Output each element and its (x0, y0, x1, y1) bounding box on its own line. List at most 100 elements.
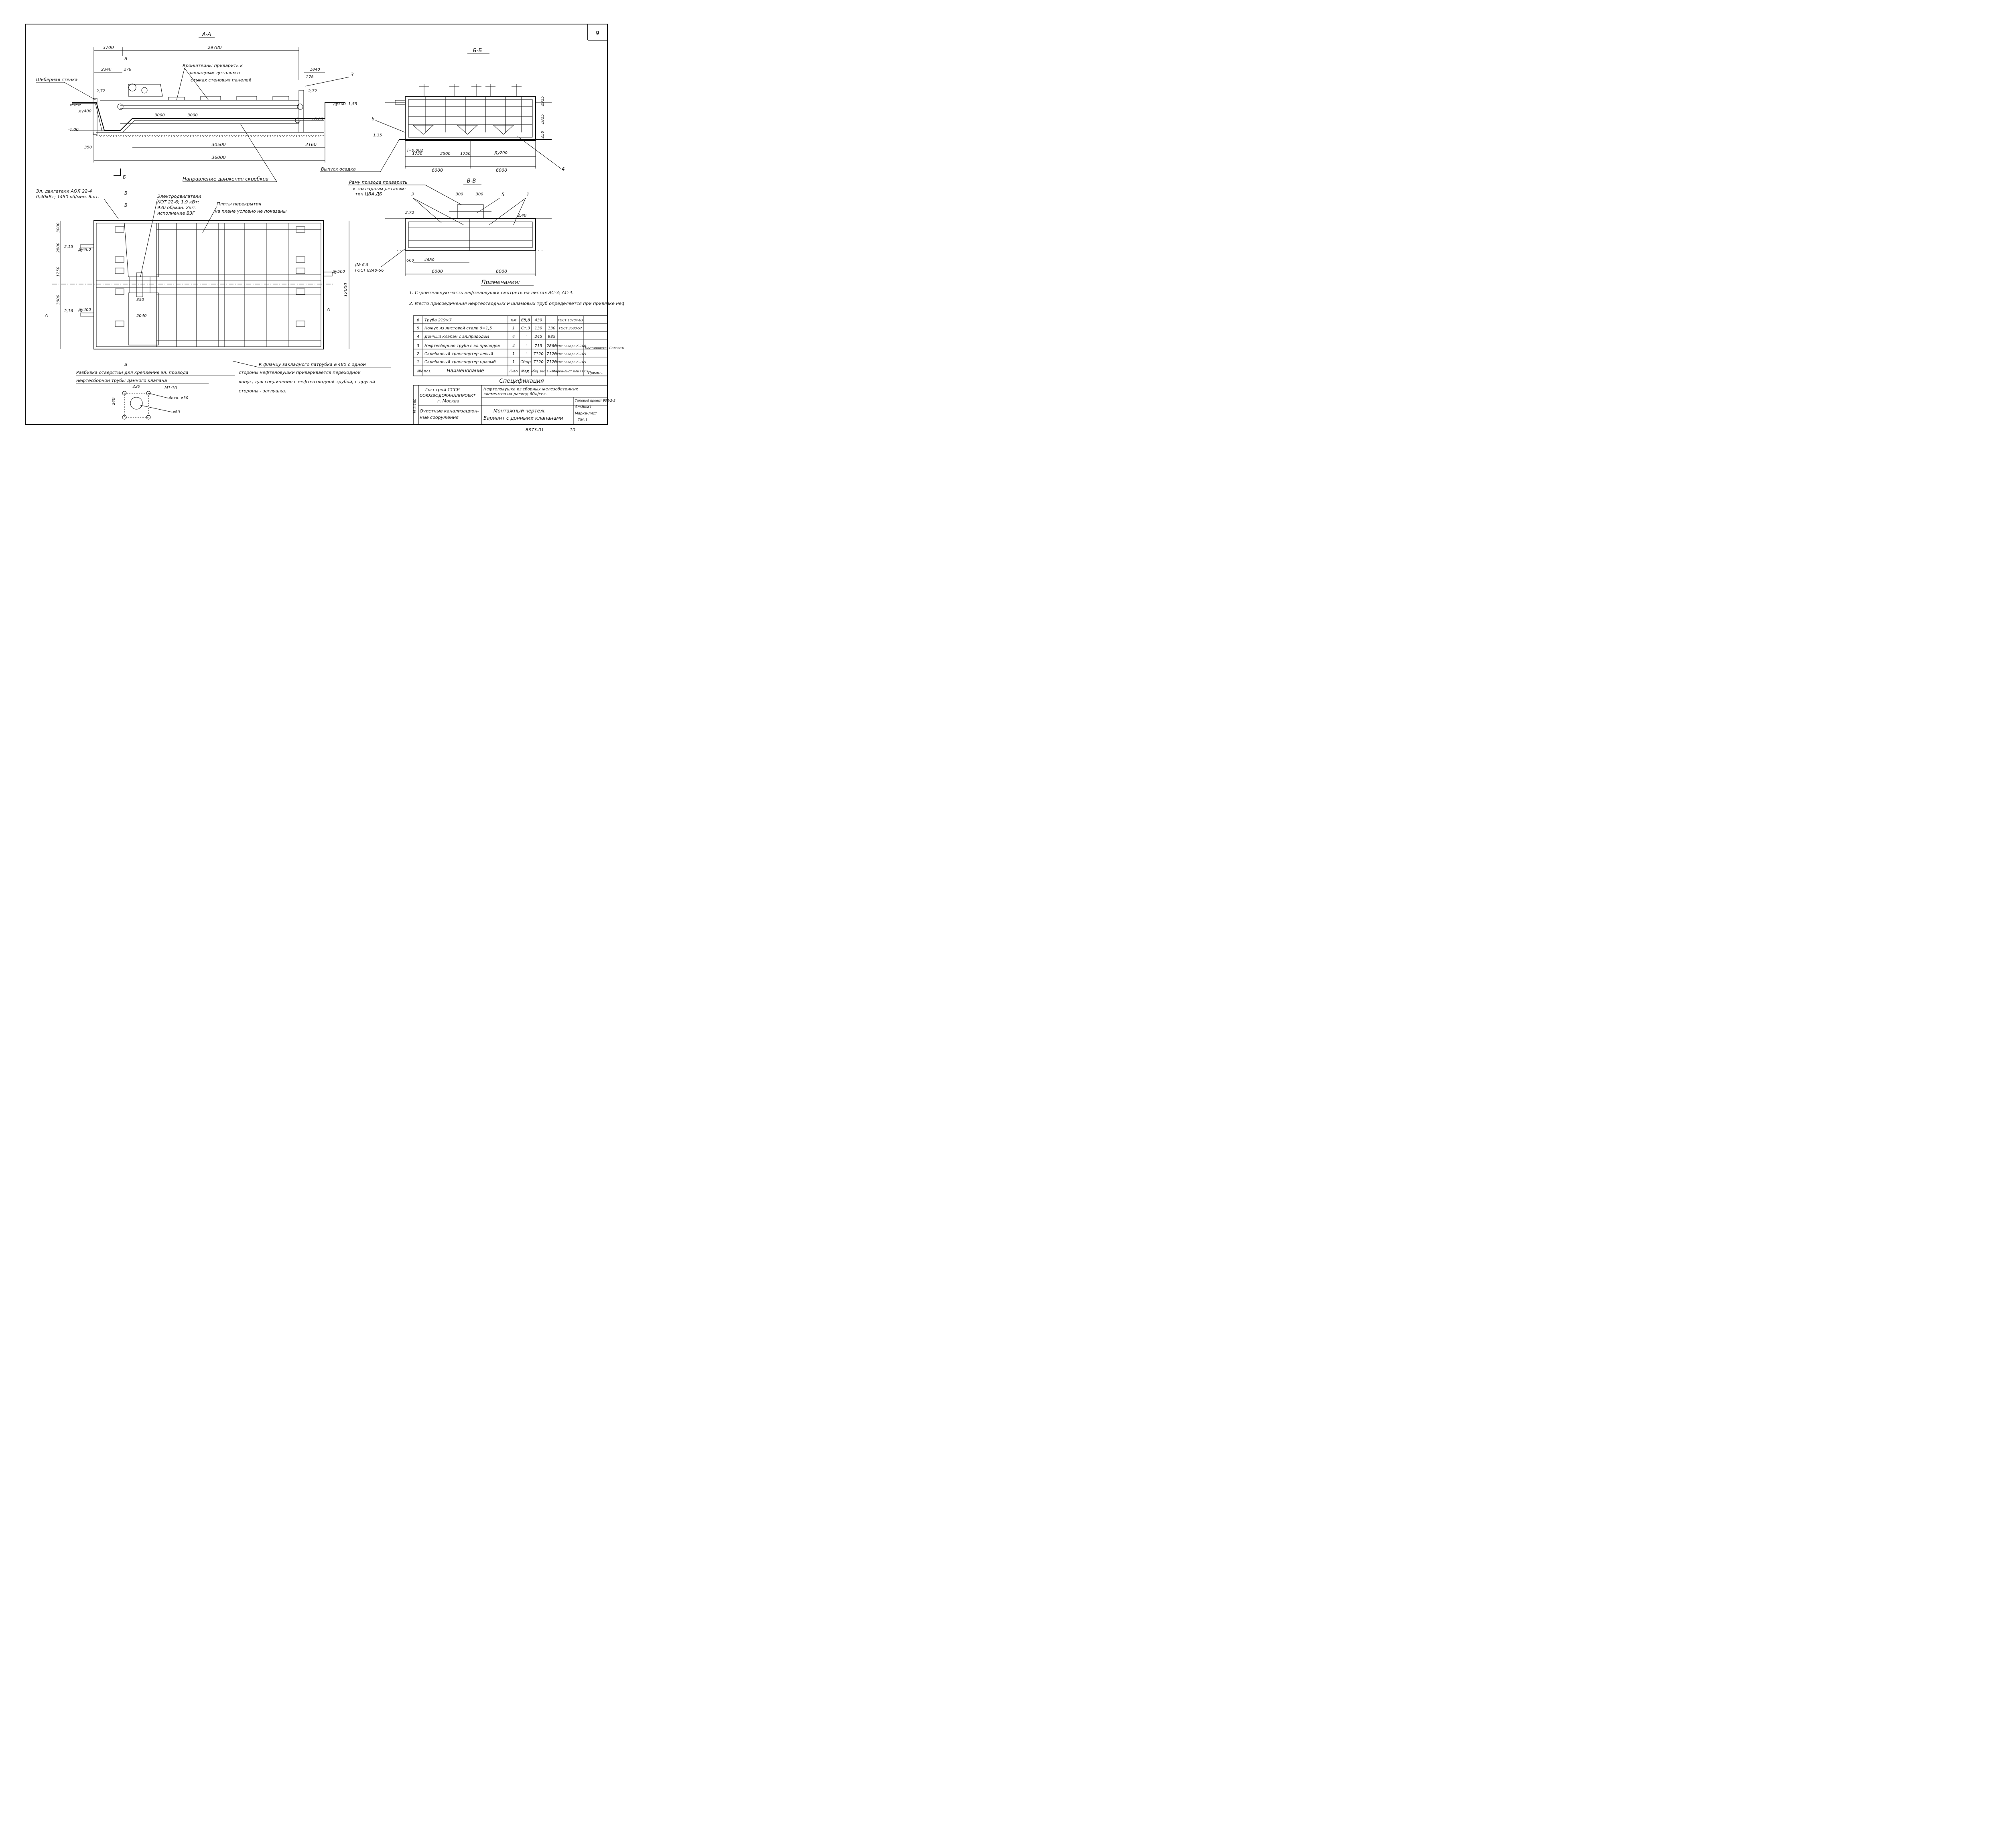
title-block: М 1:100 Госстрой СССР СОЮЗВОДОКАНАЛПРОЕК… (413, 385, 615, 425)
flange-note-line-1: К фланцу закладного патрубка ⌀ 480 с одн… (259, 362, 366, 367)
svg-text:-1,00: -1,00 (68, 128, 79, 132)
svg-text:Разбивка отверстий для креплен: Разбивка отверстий для крепления эл. при… (76, 370, 189, 375)
release-label: Выпуск осадка (321, 167, 356, 172)
svg-text:М1:10: М1:10 (164, 386, 177, 390)
spec-cell-pos: 6 (417, 318, 419, 323)
spec-cell-pos: 1 (417, 360, 419, 364)
notes-block: Примечания: 1. Строительную часть нефтел… (409, 279, 624, 306)
spec-cell-w1: 130 (534, 326, 542, 331)
svg-text:300: 300 (455, 192, 463, 197)
svg-text:278: 278 (306, 75, 313, 79)
svg-text:350: 350 (84, 145, 92, 150)
section-bb: Б-Б 1750 2500 1750 (320, 48, 565, 173)
svg-text:2,72: 2,72 (308, 89, 317, 93)
svg-text:В: В (124, 203, 128, 208)
spec-cell-pos: 3 (417, 344, 419, 348)
svg-text:6: 6 (372, 116, 375, 122)
brackets-note: Кронштейны приварить к закладным деталям… (183, 63, 252, 83)
svg-text:СОЮЗВОДОКАНАЛПРОЕКТ: СОЮЗВОДОКАНАЛПРОЕКТ (420, 394, 476, 398)
svg-text:2,15: 2,15 (64, 245, 73, 249)
spec-cell-mat: '' (524, 335, 527, 339)
svg-text:ГОСТ 8240-56: ГОСТ 8240-56 (355, 268, 384, 273)
spec-cell-name: Донный клапан с эл.приводом (424, 335, 489, 339)
sheet-frame (25, 24, 608, 425)
svg-text:12000: 12000 (343, 283, 348, 297)
svg-text:Марка-лист или ГОСТ: Марка-лист или ГОСТ (552, 370, 589, 373)
plan-view: 3000 2800 1250 3000 12000 350 2040 ду400… (36, 189, 391, 394)
svg-text:на плане условно не показаны: на плане условно не показаны (215, 209, 287, 214)
svg-text:2340: 2340 (101, 67, 111, 72)
spec-cell-mat: Сбор (520, 359, 531, 364)
svg-text:В: В (124, 191, 128, 196)
svg-text:Ду200: Ду200 (494, 151, 508, 155)
spec-cell-name: Скребковый транспортер правый (424, 359, 496, 364)
spec-cell-name: Кожух из листовой стали δ=1,5 (424, 326, 492, 331)
svg-text:i=0,002: i=0,002 (407, 148, 423, 153)
notes-title: Примечания: (481, 279, 520, 286)
direction-label: Направление движения скребков (183, 176, 268, 182)
svg-text:ду400: ду400 (78, 109, 91, 114)
svg-text:3000: 3000 (187, 113, 197, 118)
spec-cell-pos: 2 (417, 352, 419, 356)
wall-label: Шиберная стенка (36, 77, 78, 82)
engineering-drawing: 9 А-А 3700 29780 2340 278 1840 278 (25, 24, 624, 433)
svg-text:1,35: 1,35 (373, 133, 382, 138)
hole-detail: Разбивка отверстий для крепления эл. при… (76, 370, 235, 420)
svg-text:1,55: 1,55 (348, 102, 357, 106)
svg-text:240: 240 (112, 398, 116, 405)
svg-text:1250: 1250 (56, 267, 61, 277)
svg-text:30500: 30500 (212, 142, 226, 147)
svg-text:3000: 3000 (56, 295, 61, 305)
svg-text:Плиты перекрытия: Плиты перекрытия (217, 201, 262, 207)
svg-text:А: А (327, 307, 330, 312)
svg-text:ду500: ду500 (332, 270, 345, 274)
spec-cell-mat: '' (524, 344, 527, 348)
svg-text:стороны нефтеловушки приварива: стороны нефтеловушки приваривается перех… (239, 370, 361, 375)
svg-text:стороны - заглушка.: стороны - заглушка. (239, 388, 286, 394)
spec-cell-w2: 2860 (546, 344, 556, 348)
svg-text:1750: 1750 (460, 152, 470, 156)
svg-text:Раму привода приварить: Раму привода приварить (349, 180, 408, 185)
spec-cell-pos: 5 (417, 326, 419, 331)
section-aa-title: А-А (202, 32, 211, 38)
svg-text:2800: 2800 (56, 243, 61, 253)
svg-text:2: 2 (411, 192, 414, 197)
spec-cell-doc: ГОСТ 10704-63 (558, 319, 583, 322)
svg-text:2160: 2160 (305, 142, 317, 147)
section-aa: А-А 3700 29780 2340 278 1840 278 (36, 32, 357, 196)
svg-text:конус, для соединения с нефтео: конус, для соединения с нефтеотводной тр… (239, 379, 375, 384)
bottom-number: 10 (570, 427, 575, 433)
svg-text:ду400: ду400 (78, 308, 91, 312)
svg-text:5: 5 (502, 192, 505, 197)
spec-cell-w2: 130 (548, 326, 555, 331)
spec-cell-unit: 1 (512, 352, 515, 356)
spec-cell-doc: черт.завода К-105 (555, 352, 586, 356)
sheet-number: 9 (595, 30, 599, 37)
svg-text:Очистные канализацион-: Очистные канализацион- (420, 408, 479, 414)
spec-cell-w1: 245 (534, 335, 542, 339)
spec-cell-mat: '' (524, 352, 527, 356)
svg-text:КОТ 22-6; 1,9 кВт;: КОТ 22-6; 1,9 кВт; (157, 199, 199, 205)
svg-text:Электродвигатели: Электродвигатели (157, 194, 201, 199)
svg-text:Эл. двигатели АОЛ 22-4: Эл. двигатели АОЛ 22-4 (36, 189, 92, 194)
svg-text:3000: 3000 (56, 223, 61, 233)
spec-cell-name: Труба 219×7 (424, 318, 452, 323)
svg-text:1840: 1840 (310, 67, 320, 72)
section-vv-title: В-В (467, 178, 476, 184)
svg-text:6000: 6000 (432, 168, 443, 173)
spec-cell-unit: 4 (512, 344, 515, 348)
svg-text:1750: 1750 (412, 152, 422, 156)
svg-text:3700: 3700 (103, 45, 114, 50)
svg-text:Альбом I: Альбом I (575, 405, 591, 409)
svg-text:3000: 3000 (154, 113, 164, 118)
svg-text:В: В (124, 56, 128, 61)
svg-text:278: 278 (124, 67, 131, 72)
svg-text:В: В (124, 362, 128, 367)
svg-text:930 об/мин. 2шт.: 930 об/мин. 2шт. (157, 205, 197, 210)
svg-text:Вариант с донными клапанами: Вариант с донными клапанами (483, 415, 563, 421)
svg-text:А: А (45, 313, 48, 318)
svg-text:4: 4 (562, 166, 565, 172)
svg-text:Примеч.: Примеч. (588, 371, 604, 375)
spec-cell-unit: 1 (512, 326, 515, 331)
spec-cell-doc: черт.завода К-106 (555, 344, 586, 348)
